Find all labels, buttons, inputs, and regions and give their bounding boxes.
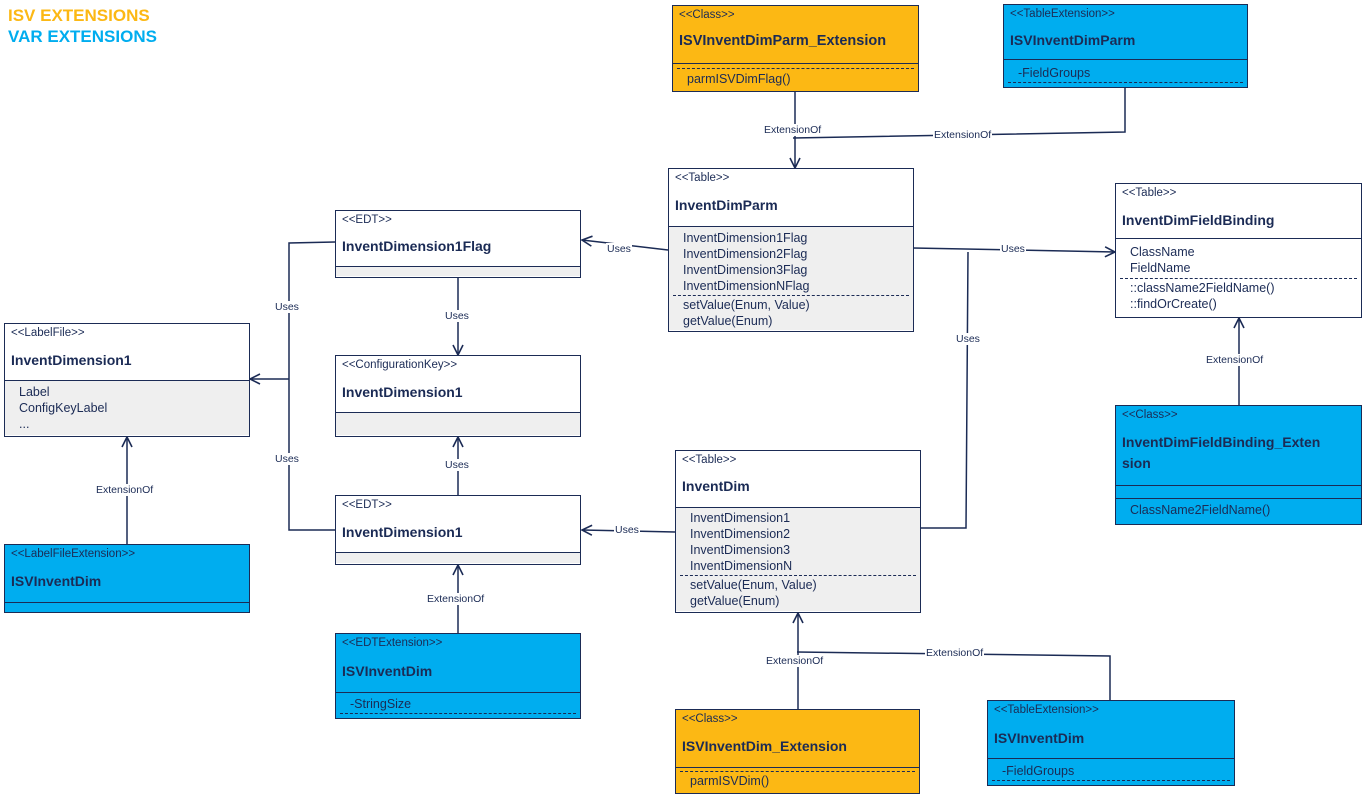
stereotype: <<Class>> [1122,409,1178,421]
stereotype: <<EDTExtension>> [342,637,443,649]
method: getValue(Enum) [683,314,773,328]
isv-invent-dim-parm-extension-class[interactable]: <<Class>> ISVInventDimParm_Extension par… [672,5,919,92]
divider [992,780,1230,781]
divider [680,575,916,576]
field: InventDimension2 [690,527,791,541]
label-uses: Uses [444,310,470,322]
invent-dim-field-binding-table[interactable]: <<Table>> InventDimFieldBinding ClassNam… [1115,183,1362,318]
stereotype: <<Table>> [1122,187,1177,199]
invent-dimension1-label-file[interactable]: <<LabelFile>> InventDimension1 Label Con… [4,323,250,437]
member: ConfigKeyLabel [19,401,108,415]
invent-dimension1-flag-edt[interactable]: <<EDT>> InventDimension1Flag [335,210,581,278]
edt-name: InventDimension1Flag [342,238,492,254]
legend-isv-extensions: ISV EXTENSIONS [8,6,150,25]
stereotype: <<EDT>> [342,214,392,226]
label-extension-of: ExtensionOf [763,124,823,136]
invent-dimension1-configuration-key[interactable]: <<ConfigurationKey>> InventDimension1 [335,355,581,437]
table-extension-name: ISVInventDimParm [1010,32,1136,48]
field: InventDimension1Flag [683,231,808,245]
member: Label [19,385,50,399]
invent-dimension1-edt[interactable]: <<EDT>> InventDimension1 [335,495,581,565]
label-uses: Uses [955,333,981,345]
divider [340,713,576,714]
method: ::className2FieldName() [1130,281,1275,295]
stereotype: <<Class>> [679,9,735,21]
label-uses: Uses [274,453,300,465]
member: ClassName2FieldName() [1130,503,1271,517]
isv-invent-dim-edt-extension[interactable]: <<EDTExtension>> ISVInventDim -StringSiz… [335,633,581,719]
isv-invent-dim-label-file-extension[interactable]: <<LabelFileExtension>> ISVInventDim [4,544,250,613]
member: -FieldGroups [1002,764,1075,778]
label-extension-of: ExtensionOf [426,593,486,605]
uses-dim-binding-line [920,251,969,529]
member: -FieldGroups [1018,66,1091,80]
field: FieldName [1130,261,1191,275]
method: getValue(Enum) [690,594,780,608]
edt-extension-name: ISVInventDim [342,663,433,679]
label-uses: Uses [1000,243,1026,255]
label-extension-of: ExtensionOf [765,655,825,667]
invent-dim-parm-table[interactable]: <<Table>> InventDimParm InventDimension1… [668,168,914,332]
divider [680,771,915,772]
uses-edt-label-line [288,379,335,531]
class-name-line2: sion [1122,455,1151,471]
label-uses: Uses [274,301,300,313]
method: ::findOrCreate() [1130,297,1217,311]
class-name-line1: InventDimFieldBinding_Exten [1122,434,1321,450]
field: InventDimension3 [690,543,791,557]
member: ... [19,417,30,431]
table-name: InventDimFieldBinding [1122,212,1275,228]
field: InventDimension3Flag [683,263,808,277]
member: parmISVDimFlag() [687,72,791,86]
label-uses: Uses [444,459,470,471]
class-name: ISVInventDim_Extension [682,738,847,754]
field: InventDimension2Flag [683,247,808,261]
label-extension-of: ExtensionOf [925,647,985,659]
label-uses: Uses [614,524,640,536]
label-extension-of: ExtensionOf [95,484,155,496]
divider [1120,278,1357,279]
configuration-key-name: InventDimension1 [342,384,463,400]
method: setValue(Enum, Value) [690,578,817,592]
divider [673,295,909,296]
divider [677,68,914,69]
isv-invent-dim-table-extension[interactable]: <<TableExtension>> ISVInventDim -FieldGr… [987,700,1235,786]
stereotype: <<TableExtension>> [994,704,1099,716]
field: InventDimension1 [690,511,791,525]
ext-parm-tableext-line [792,88,1126,139]
stereotype: <<Table>> [682,454,737,466]
label-uses: Uses [606,243,632,255]
uses-flag-label-line [288,241,336,379]
member: parmISVDim() [690,774,770,788]
edt-name: InventDimension1 [342,524,463,540]
isv-invent-dim-extension-class[interactable]: <<Class>> ISVInventDim_Extension parmISV… [675,709,920,794]
stereotype: <<ConfigurationKey>> [342,359,458,371]
isv-invent-dim-parm-table-extension[interactable]: <<TableExtension>> ISVInventDimParm -Fie… [1003,4,1248,88]
member: -StringSize [350,697,412,711]
method: setValue(Enum, Value) [683,298,810,312]
label-file-name: InventDimension1 [11,352,132,368]
table-name: InventDimParm [675,197,778,213]
stereotype: <<LabelFileExtension>> [11,548,136,560]
stereotype: <<LabelFile>> [11,327,85,339]
label-extension-of: ExtensionOf [933,129,993,141]
table-name: InventDim [682,478,750,494]
class-name: ISVInventDimParm_Extension [679,33,887,49]
stereotype: <<Class>> [682,713,738,725]
field: InventDimensionNFlag [683,279,810,293]
invent-dim-field-binding-extension-class[interactable]: <<Class>> InventDimFieldBinding_Exten si… [1115,405,1362,525]
label-extension-of: ExtensionOf [1205,354,1265,366]
ext-dim-tableext-line [796,651,1111,700]
label-file-extension-name: ISVInventDim [11,573,102,589]
field: InventDimensionN [690,559,793,573]
table-extension-name: ISVInventDim [994,730,1085,746]
stereotype: <<TableExtension>> [1010,8,1115,20]
field: ClassName [1130,245,1195,259]
stereotype: <<Table>> [675,172,730,184]
divider [1008,82,1243,83]
legend-var-extensions: VAR EXTENSIONS [8,27,157,46]
invent-dim-table[interactable]: <<Table>> InventDim InventDimension1 Inv… [675,450,921,613]
stereotype: <<EDT>> [342,499,392,511]
